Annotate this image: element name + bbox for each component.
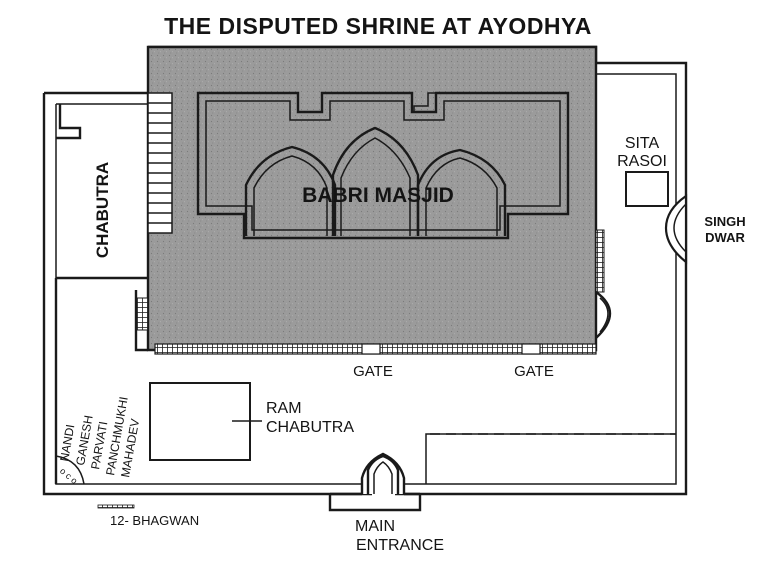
sita-rasoi-label-line1: SITA xyxy=(625,135,660,152)
ram-chabutra-label-line2: CHABUTRA xyxy=(266,419,354,436)
dome-right-inner xyxy=(425,157,498,236)
main-entrance-arch xyxy=(366,454,400,494)
main-entrance-label-line2: ENTRANCE xyxy=(356,537,444,554)
main-entrance-step xyxy=(328,492,422,512)
east-bay-inner xyxy=(599,297,609,333)
singh-dwar-inner xyxy=(673,203,687,253)
singh-dwar-label-line2: DWAR xyxy=(705,230,745,245)
steps xyxy=(147,92,173,234)
east-bay-semicircle xyxy=(595,291,612,339)
mosque-building-inner xyxy=(205,100,561,231)
dome-center xyxy=(331,126,420,236)
main-entrance-inner-arch xyxy=(373,461,393,494)
pulpit-icon xyxy=(413,92,437,113)
chabutra-lattice-left xyxy=(135,297,149,331)
corner-shrine-symbols: o c o xyxy=(58,466,79,486)
corner-shrine-arc xyxy=(55,455,85,485)
main-entrance-label-line1: MAIN xyxy=(355,518,395,535)
southeast-enclosure xyxy=(425,433,676,484)
gate-left-label: GATE xyxy=(353,363,393,380)
chabutra-enclosure xyxy=(54,104,148,484)
railing-south xyxy=(154,343,597,355)
gate-right-label: GATE xyxy=(514,363,554,380)
babri-masjid-label: BABRI MASJID xyxy=(302,184,454,207)
chabutra-label: CHABUTRA xyxy=(93,162,112,258)
bhagwan-mark xyxy=(97,504,135,509)
ram-chabutra-label-line1: RAM xyxy=(266,400,302,417)
chabutra-lower-wall xyxy=(134,290,148,352)
dome-right xyxy=(416,148,507,236)
dome-left-inner xyxy=(253,155,328,236)
singh-dwar-label-line1: SINGH xyxy=(704,214,745,229)
bhagwan-label: 12- BHAGWAN xyxy=(110,513,199,528)
sita-rasoi-label-line2: RASOI xyxy=(617,153,667,170)
dome-left xyxy=(244,145,337,236)
diagram-title: THE DISPUTED SHRINE AT AYODHYA xyxy=(164,13,592,39)
dome-center-inner xyxy=(340,137,411,236)
railing-east xyxy=(595,229,605,293)
deity-label-nandi: NANDI xyxy=(57,423,77,462)
sita-rasoi-box xyxy=(625,171,669,207)
